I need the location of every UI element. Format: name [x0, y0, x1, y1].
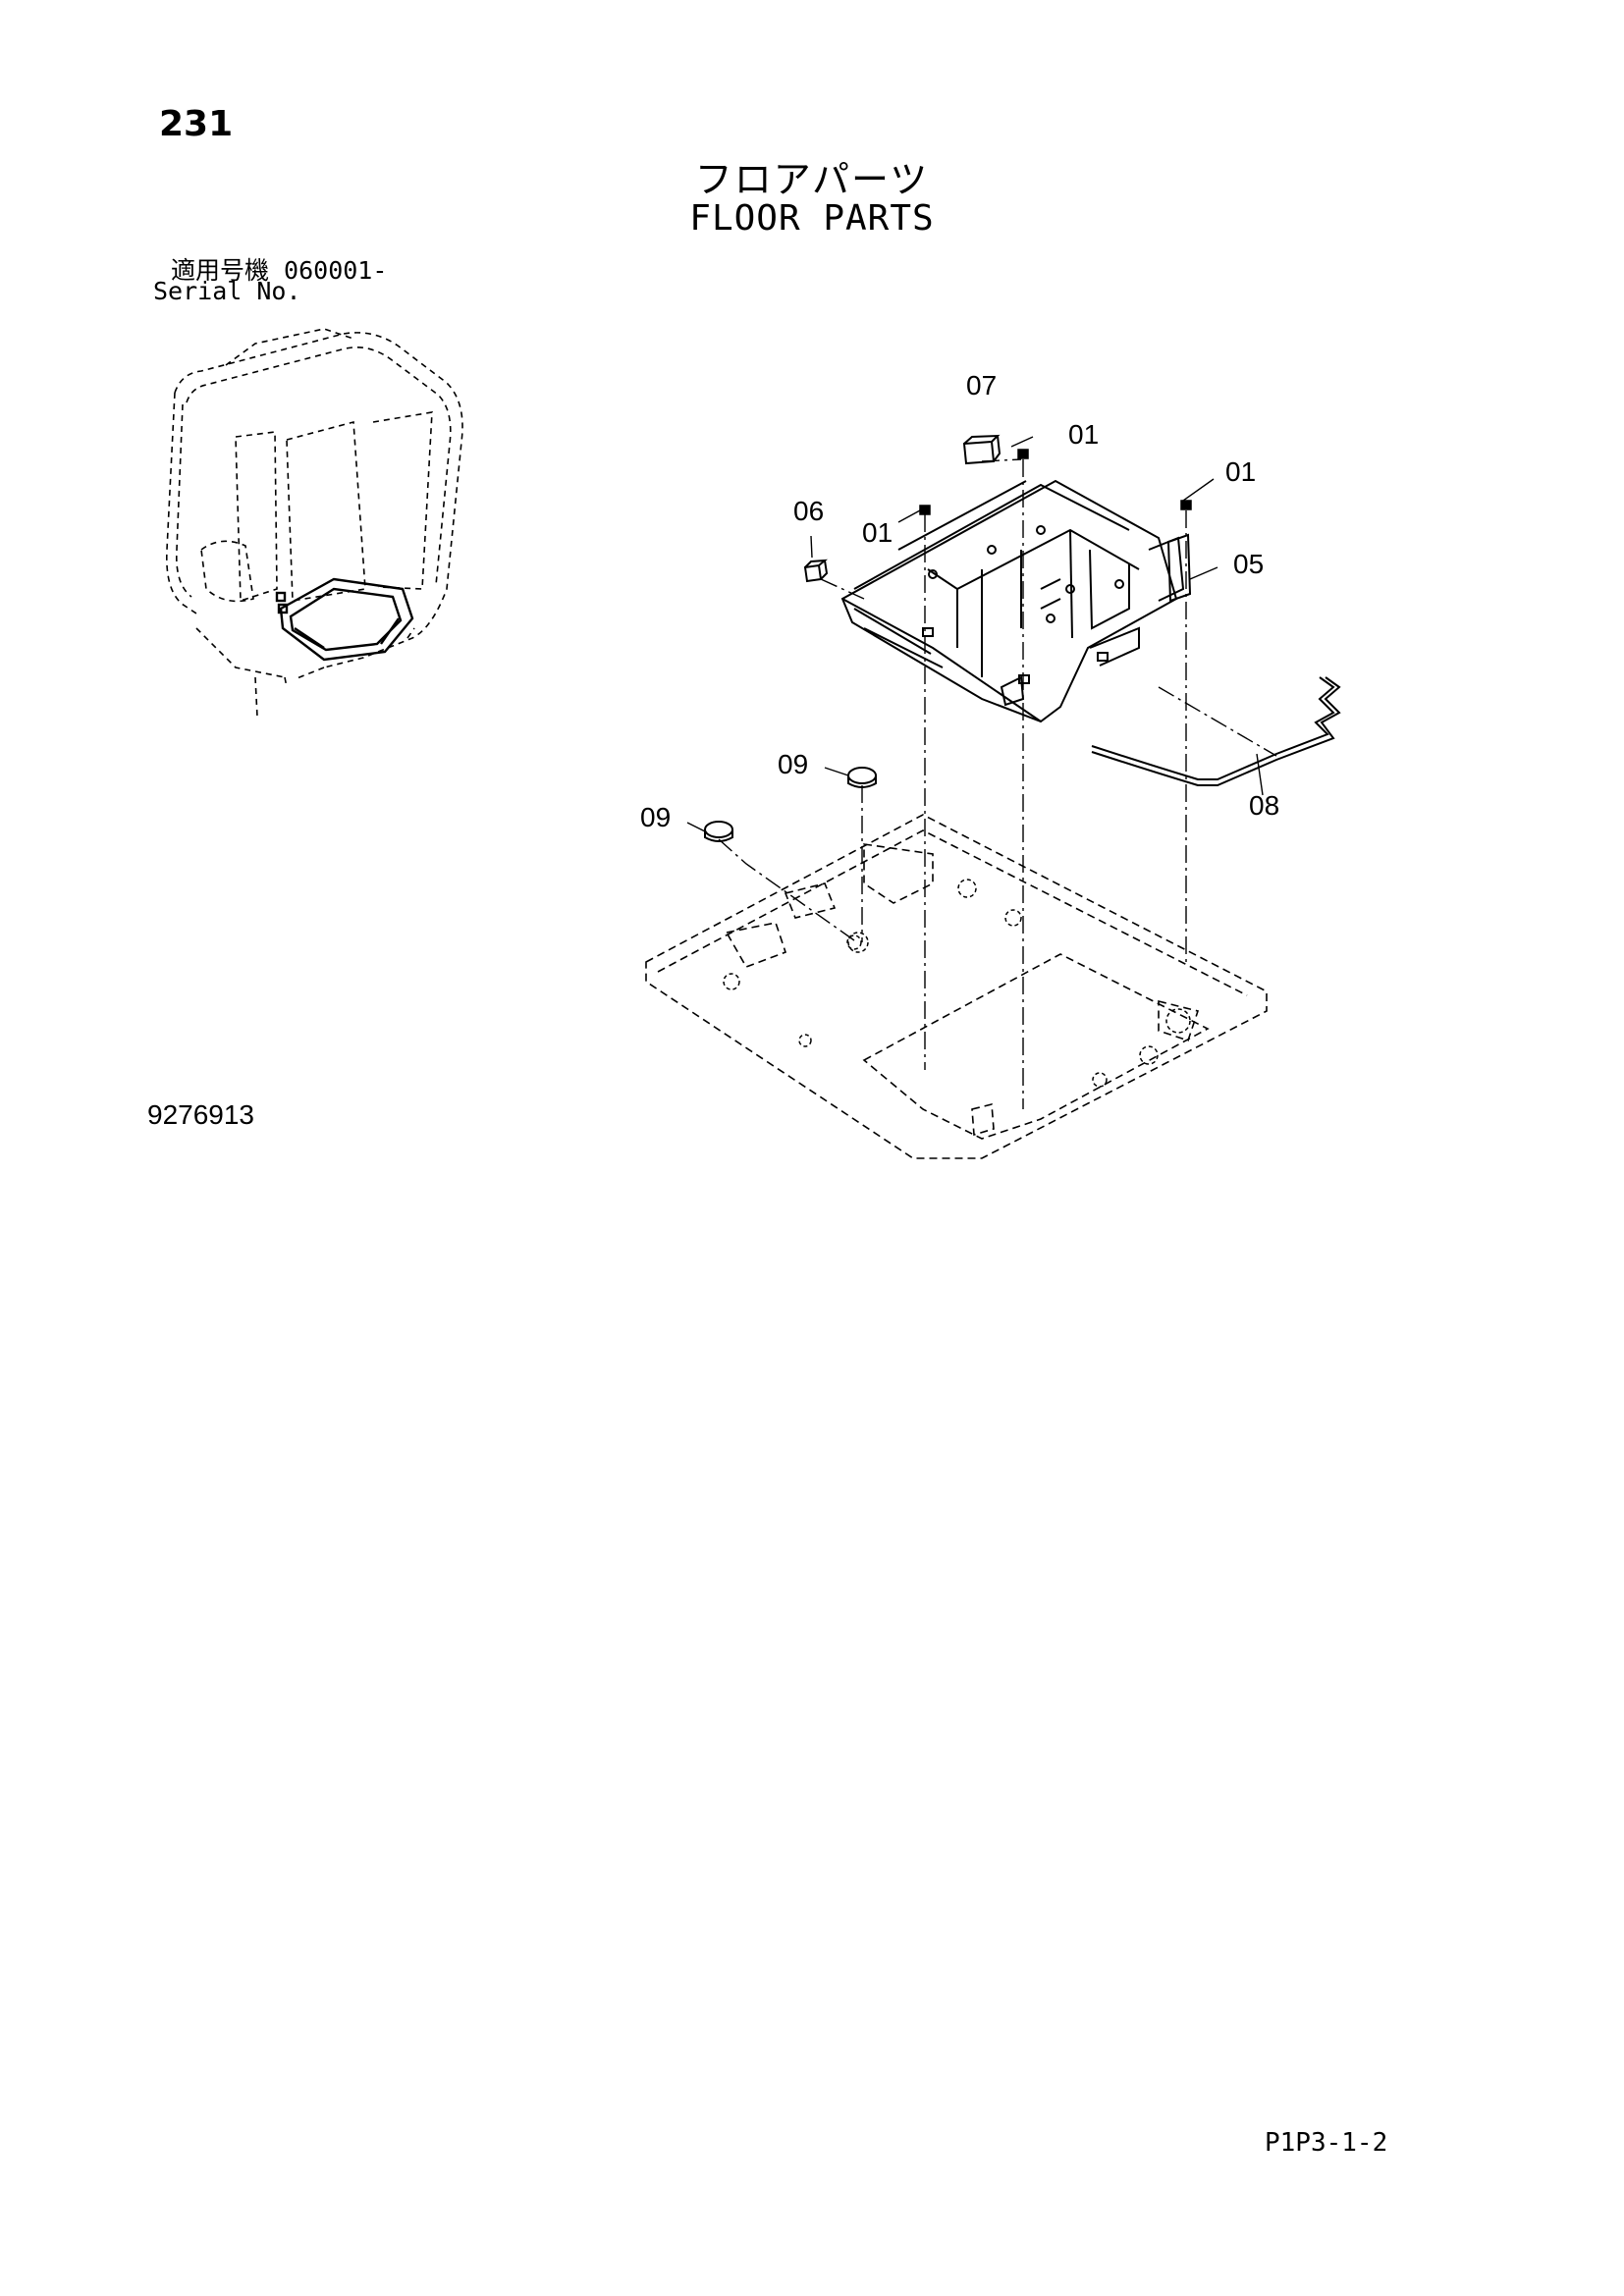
spacer-part-06 [803, 559, 829, 583]
bracket-part-05 [1166, 533, 1192, 603]
rubber-block-part-07 [962, 434, 1001, 465]
callout-01: 01 [1068, 419, 1099, 450]
callout-07: 07 [966, 370, 997, 400]
leader-lines [686, 436, 1264, 833]
drawing-number: 9276913 [147, 1099, 255, 1130]
callout-09: 09 [778, 749, 808, 779]
callout-06: 06 [793, 496, 824, 526]
floor-plate [645, 814, 1268, 1159]
cab-locator-illustration [165, 328, 463, 718]
callout-08: 08 [1249, 790, 1279, 821]
page-title-japanese: フロアパーツ [694, 158, 930, 201]
page-code: P1P3-1-2 [1265, 2128, 1388, 2158]
harness-wire-part-08 [1091, 676, 1341, 786]
serial-applicability-japanese: 適用号機 060001- [171, 256, 388, 285]
floor-panel-bracket [840, 479, 1185, 723]
floor-plate-holes [723, 879, 1191, 1088]
callout-05: 05 [1233, 549, 1264, 579]
cab-floor-highlight [275, 577, 414, 662]
callout-09: 09 [640, 802, 671, 832]
callout-01: 01 [1225, 456, 1256, 487]
page-number: 231 [159, 104, 234, 144]
assembly-lines [718, 458, 1277, 1109]
page-title: FLOOR PARTS [689, 198, 935, 239]
serial-applicability-label: Serial No. [153, 277, 301, 305]
callout-01: 01 [862, 517, 893, 548]
